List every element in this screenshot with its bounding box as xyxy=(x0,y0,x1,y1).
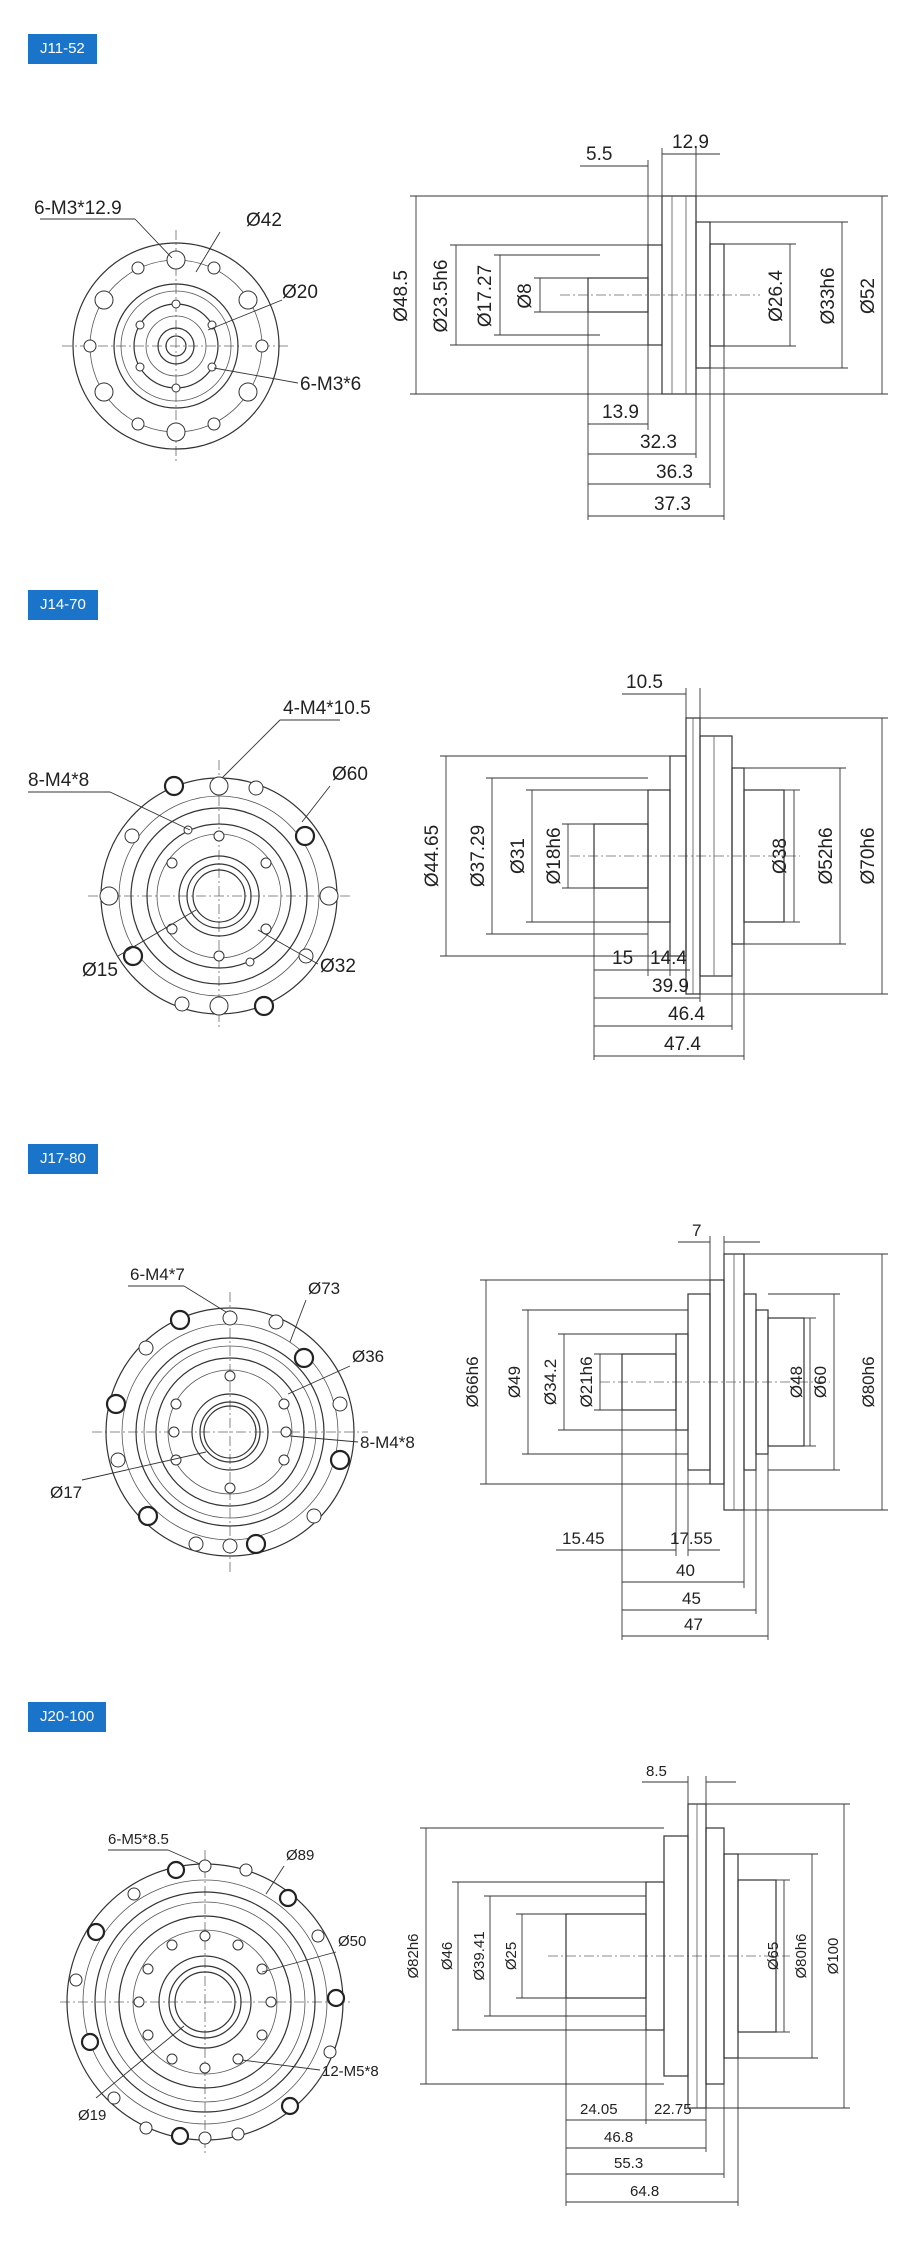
bolt-holes-inner xyxy=(133,1930,277,2074)
label-inner-tapped-holes: 12-M5*8 xyxy=(322,2063,379,2080)
dim-side-right-3: Ø100 xyxy=(825,1938,842,1975)
dim-side-left-4: Ø8 xyxy=(515,283,536,308)
dim-side-left-1: Ø66h6 xyxy=(463,1356,482,1407)
label-inner-tapped-holes: 8-M4*8 xyxy=(360,1433,415,1452)
dim-side-left-1: Ø82h6 xyxy=(405,1933,422,1978)
dim-side-top-2: 12.9 xyxy=(672,132,709,153)
front-view: 6-M3*12.9 Ø42 Ø20 6-M3*6 xyxy=(34,198,361,462)
dim-side-bottom-5: 47 xyxy=(684,1615,703,1634)
side-view: Ø44.65 Ø37.29 Ø31 Ø18h6 Ø38 Ø52h6 xyxy=(422,672,888,1060)
dim-side-right-1: Ø65 xyxy=(765,1942,782,1970)
label-diameter-bore: Ø15 xyxy=(82,960,118,981)
dim-side-left-3: Ø39.41 xyxy=(471,1931,488,1980)
dim-side-right-1: Ø48 xyxy=(787,1366,806,1398)
dim-side-top-1: 5.5 xyxy=(586,144,612,165)
label-tapped-holes: 6-M3*12.9 xyxy=(34,198,122,219)
side-view: Ø66h6 Ø49 Ø34.2 Ø21h6 Ø48 Ø60 Ø xyxy=(463,1221,888,1640)
label-diameter-inner: Ø32 xyxy=(320,956,356,977)
dim-side-bottom-3: 36.3 xyxy=(656,462,693,483)
dim-side-right-3: Ø80h6 xyxy=(859,1356,878,1407)
model-tag: J14-70 xyxy=(28,590,98,620)
dim-side-left-3: Ø34.2 xyxy=(541,1359,560,1405)
dim-side-bottom-2: 32.3 xyxy=(640,432,677,453)
side-view: Ø82h6 Ø46 Ø39.41 Ø25 Ø65 Ø80h6 xyxy=(405,1763,850,2206)
bolt-holes-outer xyxy=(69,1859,346,2146)
dim-side-right-2: Ø52h6 xyxy=(816,827,837,884)
dim-side-left-3: Ø31 xyxy=(508,838,529,874)
label-diameter-inner: Ø36 xyxy=(352,1347,384,1366)
label-diameter-inner: Ø20 xyxy=(282,282,318,303)
bolt-holes-inner xyxy=(168,1370,292,1494)
dim-side-bottom-2: 22.75 xyxy=(654,2101,692,2118)
dim-side-bottom-1: 24.05 xyxy=(580,2101,618,2118)
section-j17-80: J17-80 xyxy=(0,1120,900,1680)
dim-side-right-3: Ø52 xyxy=(858,278,879,314)
dim-side-left-1: Ø48.5 xyxy=(391,270,412,322)
dim-side-bottom-3: 40 xyxy=(676,1561,695,1580)
drawing-j11-52: 6-M3*12.9 Ø42 Ø20 6-M3*6 Ø48.5 xyxy=(34,132,888,520)
model-tag: J20-100 xyxy=(28,1702,107,1732)
label-outer-tapped-holes: 8-M4*8 xyxy=(28,770,89,791)
dim-side-top-1: 8.5 xyxy=(646,1763,667,1780)
dim-side-left-2: Ø37.29 xyxy=(468,825,489,887)
drawing-j17-80: 6-M4*7 Ø73 Ø36 8-M4*8 Ø17 Ø66h6 xyxy=(50,1221,888,1640)
dim-side-right-1: Ø26.4 xyxy=(766,270,787,322)
dim-side-bottom-4: 37.3 xyxy=(654,494,691,515)
label-diameter-pcd: Ø73 xyxy=(308,1279,340,1298)
section-j11-52: J11-52 xyxy=(0,0,900,560)
dim-side-left-4: Ø21h6 xyxy=(577,1356,596,1407)
dim-side-bottom-4: 55.3 xyxy=(614,2155,643,2172)
side-view: Ø48.5 Ø23.5h6 Ø17.27 Ø8 Ø26.4 Ø33h6 xyxy=(391,132,888,520)
dim-side-bottom-2: 14.4 xyxy=(650,948,687,969)
dim-side-left-4: Ø25 xyxy=(503,1942,520,1970)
section-j20-100: J20-100 xyxy=(0,1680,900,2252)
label-inner-tapped-holes: 6-M3*6 xyxy=(300,374,361,395)
dim-side-right-2: Ø33h6 xyxy=(818,267,839,324)
front-view: 4-M4*10.5 8-M4*8 Ø60 Ø15 Ø32 xyxy=(28,698,371,1028)
drawing-j14-70: 4-M4*10.5 8-M4*8 Ø60 Ø15 Ø32 xyxy=(28,672,888,1060)
label-diameter-pcd: Ø60 xyxy=(332,764,368,785)
dim-side-right-3: Ø70h6 xyxy=(858,827,879,884)
dim-side-bottom-4: 46.4 xyxy=(668,1004,705,1025)
dim-side-right-2: Ø80h6 xyxy=(793,1933,810,1978)
model-tag: J17-80 xyxy=(28,1144,98,1174)
dim-side-top-1: 7 xyxy=(692,1221,701,1240)
dim-side-bottom-1: 15 xyxy=(612,948,633,969)
dim-side-left-2: Ø46 xyxy=(439,1942,456,1970)
section-j14-70: J14-70 xyxy=(0,560,900,1120)
label-tapped-holes: 6-M4*7 xyxy=(130,1265,185,1284)
front-view: 6-M4*7 Ø73 Ø36 8-M4*8 Ø17 xyxy=(50,1265,415,1572)
bolt-holes-inner xyxy=(166,825,272,967)
dim-side-bottom-5: 47.4 xyxy=(664,1034,701,1055)
dim-side-right-1: Ø38 xyxy=(770,838,791,874)
dim-side-right-2: Ø60 xyxy=(811,1366,830,1398)
dim-side-left-1: Ø44.65 xyxy=(422,825,443,887)
dim-side-left-3: Ø17.27 xyxy=(475,265,496,327)
bolt-holes-inner xyxy=(135,299,217,393)
bolt-holes-outer xyxy=(105,1309,351,1555)
label-diameter-inner: Ø50 xyxy=(338,1933,366,1950)
label-tapped-holes: 4-M4*10.5 xyxy=(283,698,371,719)
front-view: 6-M5*8.5 Ø89 Ø50 12-M5*8 Ø19 xyxy=(60,1831,379,2154)
label-diameter-pcd: Ø42 xyxy=(246,210,282,231)
bolt-holes-outer xyxy=(99,775,339,1017)
dim-side-left-4: Ø18h6 xyxy=(544,827,565,884)
model-tag: J11-52 xyxy=(28,34,97,64)
bolt-holes-outer xyxy=(83,250,269,442)
dim-side-bottom-5: 64.8 xyxy=(630,2183,659,2200)
label-diameter-pcd: Ø89 xyxy=(286,1847,314,1864)
label-tapped-holes: 6-M5*8.5 xyxy=(108,1831,169,1848)
label-diameter-bore: Ø19 xyxy=(78,2107,106,2124)
dim-side-left-2: Ø49 xyxy=(505,1366,524,1398)
dim-side-bottom-1: 15.45 xyxy=(562,1529,605,1548)
drawing-j20-100: 6-M5*8.5 Ø89 Ø50 12-M5*8 Ø19 Ø82h6 xyxy=(60,1763,850,2206)
dim-side-bottom-3: 39.9 xyxy=(652,976,689,997)
dim-side-bottom-4: 45 xyxy=(682,1589,701,1608)
label-diameter-bore: Ø17 xyxy=(50,1483,82,1502)
dim-side-left-2: Ø23.5h6 xyxy=(431,260,452,333)
dim-side-top-1: 10.5 xyxy=(626,672,663,693)
dim-side-bottom-3: 46.8 xyxy=(604,2129,633,2146)
dim-side-bottom-1: 13.9 xyxy=(602,402,639,423)
dim-side-bottom-2: 17.55 xyxy=(670,1529,713,1548)
